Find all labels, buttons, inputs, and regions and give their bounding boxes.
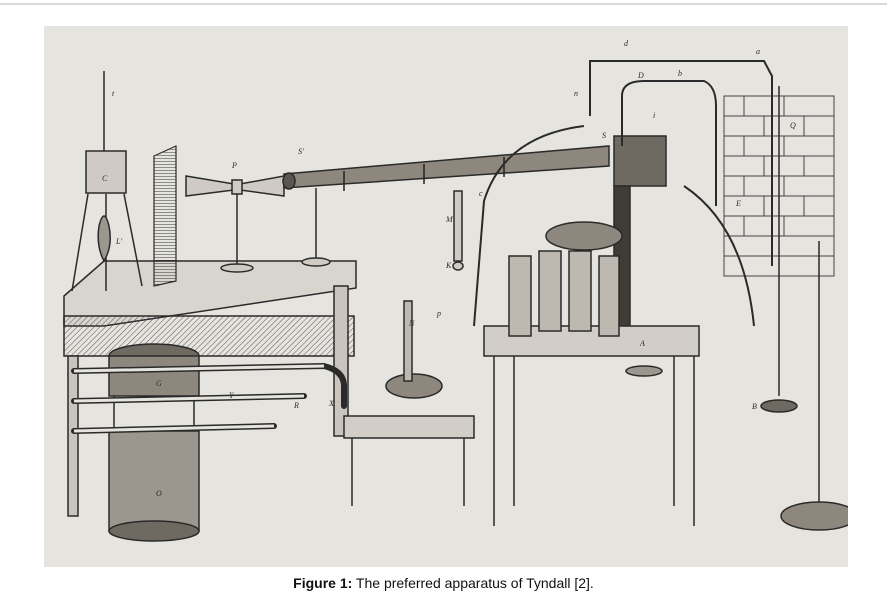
svg-text:R: R	[293, 401, 299, 410]
top-divider	[0, 3, 887, 5]
svg-text:S: S	[602, 131, 606, 140]
svg-text:d: d	[624, 39, 629, 48]
apparatus-engraving: t C L' P S' n d a D b i S Q M c K p E A …	[63, 39, 848, 542]
water-vessel	[108, 343, 200, 542]
svg-text:M: M	[445, 215, 454, 224]
svg-text:S': S'	[298, 147, 304, 156]
svg-text:i: i	[653, 111, 655, 120]
screen-plate	[153, 145, 177, 287]
svg-text:a: a	[756, 47, 760, 56]
drying-tubes	[452, 190, 464, 271]
svg-text:A: A	[639, 339, 645, 348]
figure-label: Figure 1:	[293, 575, 353, 591]
svg-text:n: n	[574, 89, 578, 98]
svg-text:N: N	[408, 319, 415, 328]
svg-text:B: B	[752, 402, 757, 411]
thermopile-p	[185, 175, 285, 273]
svg-text:Q: Q	[790, 121, 796, 130]
engraving-letters: t C L' P S' n d a D b i S Q M c K p E A …	[102, 39, 796, 498]
figure-image: t C L' P S' n d a D b i S Q M c K p E A …	[44, 26, 848, 567]
svg-text:p: p	[436, 309, 441, 318]
svg-text:L': L'	[115, 237, 122, 246]
svg-text:C: C	[102, 174, 108, 183]
air-pump	[483, 221, 700, 526]
svg-text:G: G	[156, 379, 162, 388]
svg-text:c: c	[479, 189, 483, 198]
svg-text:D: D	[637, 71, 644, 80]
svg-text:t: t	[112, 89, 115, 98]
svg-text:X: X	[328, 399, 335, 408]
left-table	[63, 260, 357, 517]
heat-source-box	[613, 135, 667, 327]
svg-text:Y: Y	[229, 391, 235, 400]
coil-pipes-inner	[73, 364, 325, 433]
svg-text:b: b	[678, 69, 682, 78]
figure-caption-text: The preferred apparatus of Tyndall [2].	[352, 575, 594, 591]
svg-text:O: O	[156, 489, 162, 498]
galvanometer	[343, 300, 475, 506]
svg-text:P: P	[231, 161, 237, 170]
svg-text:E: E	[735, 199, 741, 208]
lamp-tripod	[71, 71, 143, 292]
burette-stand	[760, 86, 848, 531]
svg-text:K: K	[445, 261, 452, 270]
experimental-tube	[282, 145, 610, 267]
figure-caption: Figure 1: The preferred apparatus of Tyn…	[0, 575, 887, 591]
gas-pipes	[473, 60, 773, 327]
